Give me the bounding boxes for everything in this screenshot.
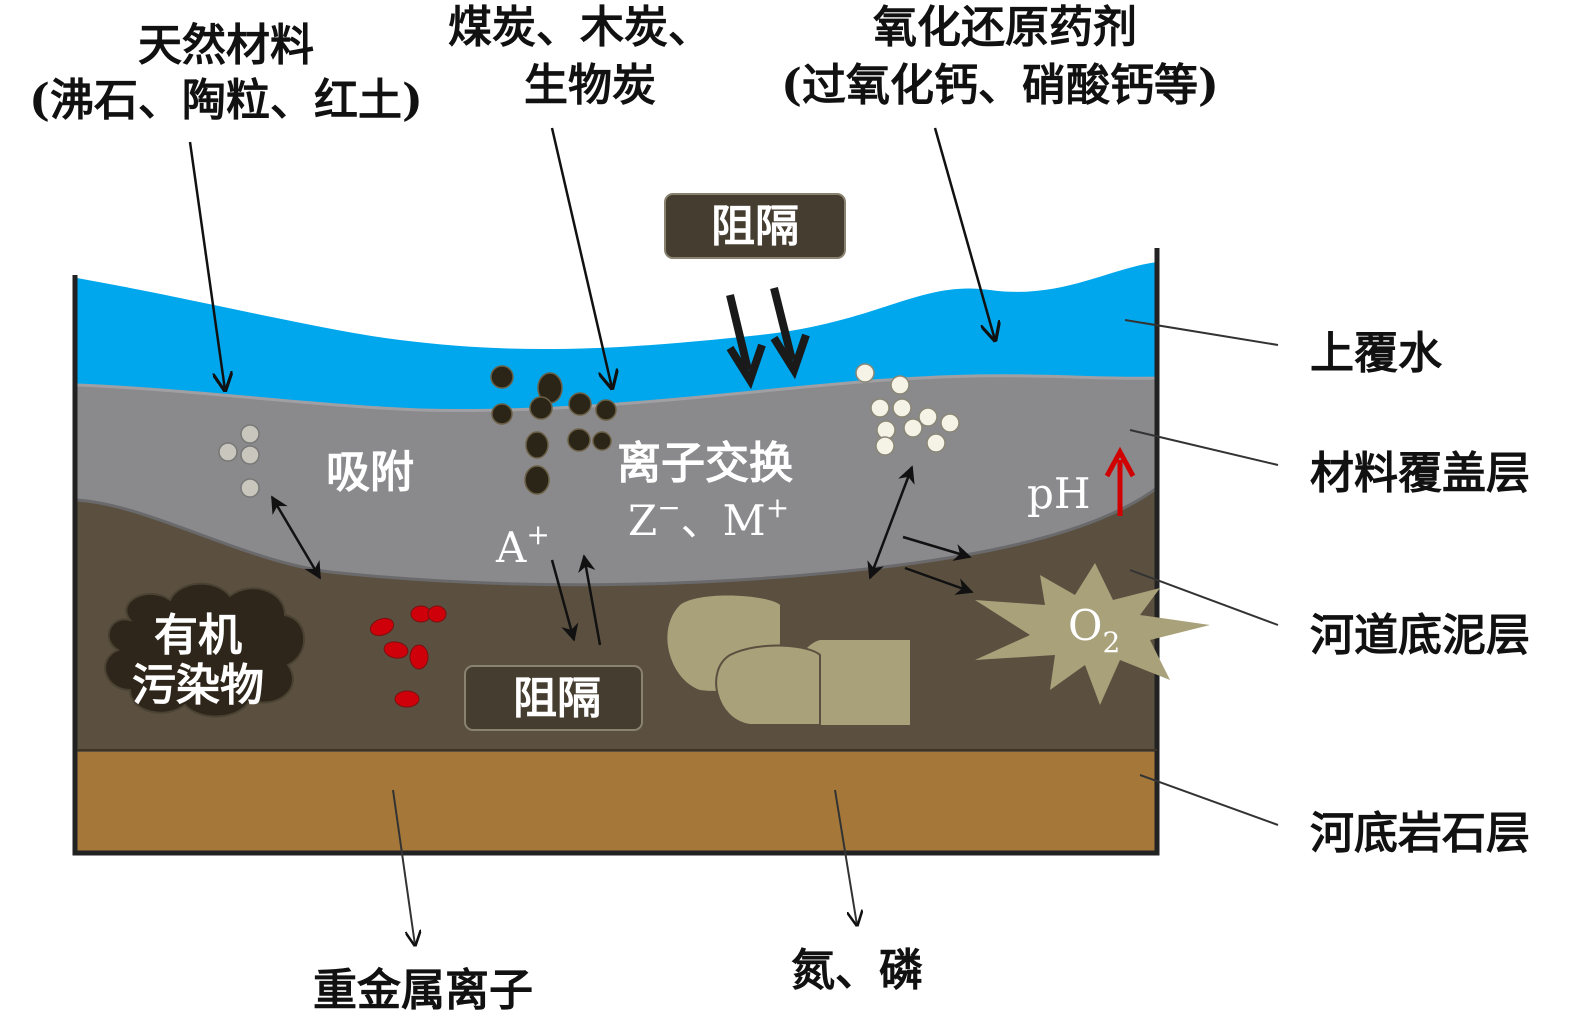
barrier-box-top: 阻隔: [664, 193, 846, 259]
layer-label-bedrock: 河底岩石层: [1310, 808, 1530, 859]
oxygen-arrow-1: [902, 535, 972, 561]
cation-a: A: [495, 523, 527, 572]
nitrogen-phosphorus-label: 氮、磷: [791, 945, 923, 996]
heavy-metals-label: 重金属离子: [313, 965, 533, 1016]
natural-materials-arrow: [188, 141, 225, 390]
barrier-top-label: 阻隔: [711, 201, 799, 252]
redox-agent-particles: [855, 363, 960, 456]
oxygen-label: O2: [1068, 601, 1120, 659]
ion-exchange-ions: Z−、M+: [628, 491, 789, 545]
water-layer: [77, 262, 1157, 411]
bedrock-layer: [77, 750, 1157, 853]
leader-capping: [1129, 429, 1279, 466]
container-walls: [72, 248, 1160, 856]
cation-a-charge: +: [526, 518, 549, 551]
redox-agents-label: 氧化还原药剂: [873, 2, 1137, 53]
adsorption-label: 吸附: [326, 447, 414, 498]
barrier-bottom-label: 阻隔: [513, 673, 601, 724]
adsorption-exchange-arrow: [270, 495, 322, 580]
layer-label-water: 上覆水: [1310, 328, 1443, 379]
cation-a-label: A+: [495, 518, 550, 572]
sediment-blobs: [667, 595, 910, 726]
carbon-particles: [490, 365, 617, 495]
cation-uptake-arrow: [578, 554, 602, 646]
carbon-label-line1: 煤炭、木炭、: [448, 2, 712, 53]
layer-label-sediment: 河道底泥层: [1310, 610, 1530, 661]
barrier-box-bottom: 阻隔: [464, 665, 643, 731]
ion-separator: 、: [681, 496, 723, 545]
barrier-down-arrows: [726, 287, 810, 390]
ph-up-arrow-icon: [1104, 446, 1136, 516]
redox-agents-examples: (过氧化钙、硝酸钙等): [781, 60, 1219, 111]
ion-z-charge: −: [657, 491, 680, 524]
oxygen-subscript: 2: [1102, 626, 1120, 659]
oxygen-starburst: O2: [975, 563, 1210, 705]
leader-water: [1124, 319, 1279, 346]
organic-pollutant-line1: 有机: [154, 610, 242, 661]
oxygen-symbol: O: [1068, 601, 1102, 650]
leader-sediment: [1129, 569, 1279, 626]
nitrogen-phosphorus-arrow: [834, 789, 857, 925]
ion-m: M: [723, 496, 766, 545]
ion-m-charge: +: [766, 491, 789, 524]
heavy-metal-particles: [369, 605, 447, 708]
ion-exchange-label: 离子交换: [617, 438, 793, 489]
oxygen-arrow-2: [904, 566, 974, 595]
redox-arrow: [933, 127, 995, 340]
leader-bedrock: [1139, 774, 1279, 826]
heavy-metals-arrow: [392, 789, 415, 945]
layer-label-capping: 材料覆盖层: [1310, 448, 1530, 499]
organic-pollutant-line2: 污染物: [132, 660, 264, 711]
natural-materials-examples: (沸石、陶粒、红土): [29, 75, 423, 126]
redox-reaction-arrow: [867, 465, 915, 580]
ph-label: pH: [1027, 469, 1091, 518]
carbon-arrow: [550, 127, 612, 388]
organic-pollutant-cloud: 有机 污染物: [104, 582, 306, 718]
cation-release-arrow: [550, 559, 579, 642]
natural-materials-label: 天然材料: [138, 20, 314, 71]
carbon-label-line2: 生物炭: [524, 60, 656, 111]
natural-material-particles: [218, 424, 260, 498]
ion-z: Z: [628, 496, 657, 545]
